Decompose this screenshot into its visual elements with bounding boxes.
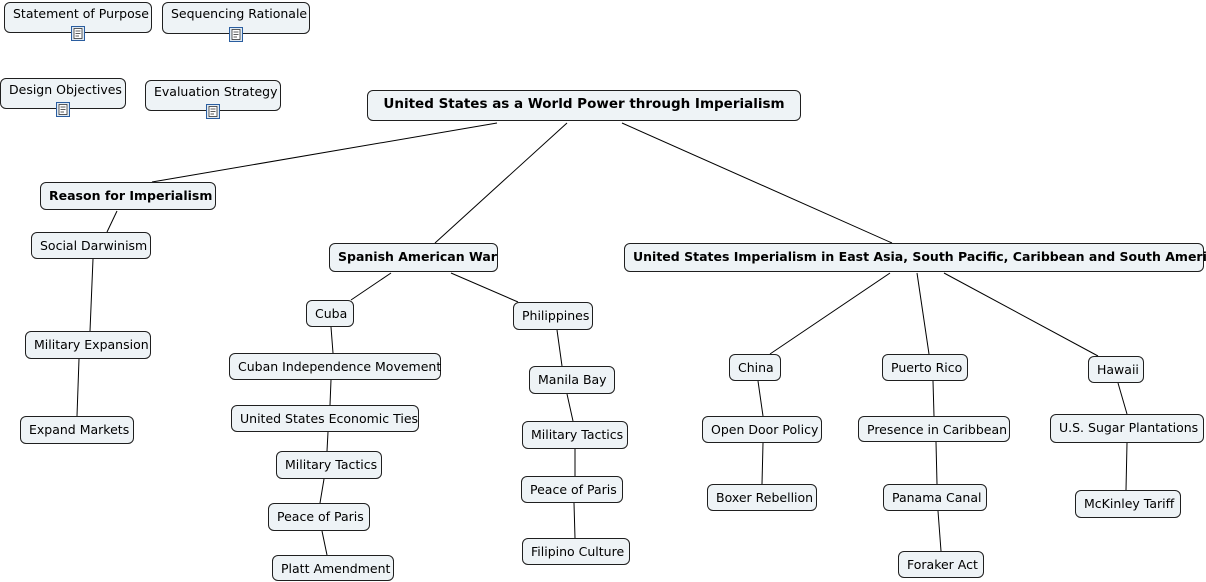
link-china-opendoor — [757, 380, 764, 417]
presence-in-caribbean-node[interactable]: Presence in Caribbean — [858, 416, 1010, 442]
link-imperialism-hawaii — [943, 272, 1099, 357]
link-hawaii-sugar — [1117, 382, 1128, 415]
manila-bay-node[interactable]: Manila Bay — [529, 366, 615, 394]
us-sugar-plantations-node[interactable]: U.S. Sugar Plantations — [1050, 414, 1204, 443]
link-caribbean-panama — [935, 441, 938, 485]
cuba-peace-of-paris-node[interactable]: Peace of Paris — [268, 503, 370, 531]
cuba-node[interactable]: Cuba — [306, 300, 354, 327]
link-root-spanish — [434, 122, 568, 244]
link-economic-tactics — [326, 431, 329, 452]
cuban-independence-node[interactable]: Cuban Independence Movement — [229, 353, 441, 380]
open-door-policy-node[interactable]: Open Door Policy — [702, 416, 822, 443]
design-objectives-label: Design Objectives — [9, 82, 122, 97]
document-icon[interactable] — [229, 27, 243, 42]
puerto-rico-node[interactable]: Puerto Rico — [882, 354, 968, 381]
link-paris-platt — [321, 530, 328, 556]
statement-of-purpose-label: Statement of Purpose — [13, 6, 149, 21]
social-darwinism-node[interactable]: Social Darwinism — [31, 232, 151, 259]
platt-amendment-node[interactable]: Platt Amendment — [272, 555, 394, 581]
hawaii-node[interactable]: Hawaii — [1088, 356, 1144, 383]
philippines-node[interactable]: Philippines — [513, 302, 593, 330]
sequencing-rationale-label: Sequencing Rationale — [171, 6, 308, 21]
link-spanish-philippines — [450, 272, 519, 303]
china-node[interactable]: China — [729, 354, 781, 381]
link-spanish-cuba — [350, 272, 392, 301]
us-economic-ties-node[interactable]: United States Economic Ties — [231, 405, 419, 432]
link-philippines-manila — [556, 329, 563, 367]
link-puertorico-caribbean — [932, 380, 935, 417]
expand-markets-node[interactable]: Expand Markets — [20, 416, 134, 444]
link-opendoor-boxer — [761, 442, 764, 485]
evaluation-strategy-node[interactable]: Evaluation Strategy — [145, 80, 281, 119]
foraker-act-node[interactable]: Foraker Act — [898, 551, 984, 578]
us-imperialism-node[interactable]: United States Imperialism in East Asia, … — [624, 243, 1206, 272]
link-military-markets — [76, 358, 80, 417]
link-darwinism-military — [89, 258, 94, 332]
cuba-military-tactics-node[interactable]: Military Tactics — [276, 451, 382, 479]
link-cuba-independence — [330, 326, 334, 354]
link-reason-darwinism — [106, 210, 118, 233]
link-paris-filipino — [573, 502, 576, 539]
link-panama-foraker — [937, 510, 942, 552]
link-imperialism-china — [769, 272, 891, 355]
link-independence-economic — [329, 379, 332, 406]
document-icon[interactable] — [206, 104, 220, 119]
link-sugar-mckinley — [1125, 442, 1128, 491]
link-tactics-paris — [319, 478, 325, 504]
philippines-military-tactics-node[interactable]: Military Tactics — [522, 421, 628, 449]
sequencing-rationale-node[interactable]: Sequencing Rationale — [162, 2, 310, 42]
design-objectives-node[interactable]: Design Objectives — [0, 78, 126, 117]
reason-for-imperialism-node[interactable]: Reason for Imperialism — [40, 182, 216, 210]
root-concept[interactable]: United States as a World Power through I… — [367, 90, 801, 121]
link-imperialism-puertorico — [916, 272, 930, 355]
spanish-american-war-node[interactable]: Spanish American War — [329, 243, 498, 272]
document-icon[interactable] — [56, 102, 70, 117]
link-root-reason — [151, 122, 498, 183]
panama-canal-node[interactable]: Panama Canal — [883, 484, 987, 511]
military-expansion-node[interactable]: Military Expansion — [25, 331, 151, 359]
boxer-rebellion-node[interactable]: Boxer Rebellion — [707, 484, 817, 511]
philippines-peace-of-paris-node[interactable]: Peace of Paris — [521, 476, 623, 503]
link-manila-tactics — [566, 393, 574, 422]
link-root-imperialism — [621, 122, 893, 244]
evaluation-strategy-label: Evaluation Strategy — [154, 84, 278, 99]
statement-of-purpose-node[interactable]: Statement of Purpose — [4, 2, 152, 41]
document-icon[interactable] — [71, 26, 85, 41]
mckinley-tariff-node[interactable]: McKinley Tariff — [1075, 490, 1181, 518]
filipino-culture-node[interactable]: Filipino Culture — [522, 538, 630, 565]
